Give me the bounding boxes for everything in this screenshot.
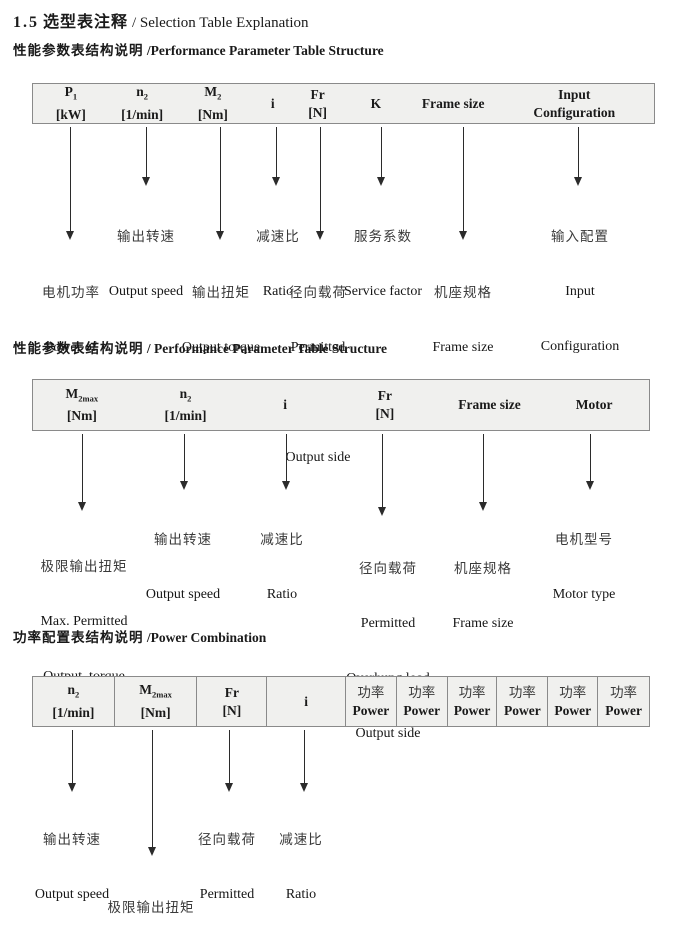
col-k: K	[340, 84, 412, 123]
arrow-motor	[586, 434, 594, 490]
col-frame-size: Frame size	[440, 380, 540, 430]
performance-table-2-header: M2max [Nm] n2 [1/min] i Fr [N] Frame siz…	[32, 379, 650, 431]
label-motor-type: 电机型号 Motor type	[552, 532, 616, 602]
col-m2max: M2max [Nm]	[33, 380, 131, 430]
label-ratio: 减速比 Ratio	[256, 229, 300, 299]
col-motor-text: Motor	[575, 397, 613, 412]
col-k-symbol: K	[370, 95, 382, 111]
col-input-line1: Input	[558, 86, 591, 102]
col-fr-unit: [N]	[308, 104, 327, 120]
col-n2-unit: [1/min]	[52, 704, 95, 720]
arrow-n2	[68, 730, 76, 792]
label-ratio: 减速比 Ratio	[260, 532, 304, 602]
arrow-i	[300, 730, 308, 792]
col-m2max-unit: [Nm]	[66, 408, 97, 424]
arrow-k	[377, 127, 385, 186]
col-frame-size-text: Frame size	[421, 95, 485, 111]
arrow-input-configuration	[574, 127, 582, 186]
col-m2: M2 [Nm]	[176, 84, 251, 123]
col-n2: n2 [1/min]	[109, 84, 176, 123]
col-n2-unit: [1/min]	[164, 408, 207, 424]
col-p1-symbol: P1	[64, 84, 78, 102]
col-fr: Fr [N]	[330, 380, 440, 430]
page-title: 1.5 选型表注释 / Selection Table Explanation	[13, 8, 309, 32]
col-n2: n2 [1/min]	[131, 380, 241, 430]
section2-heading: 性能参数表结构说明 / Performance Parameter Table …	[13, 341, 388, 356]
label-max-output-torque: 极限输出扭矩 Max. Permitted Output torque	[107, 900, 195, 915]
label-output-torque: 输出扭矩 Output torque	[181, 285, 261, 355]
label-service-factor: 服务系数 Service factor	[343, 229, 423, 299]
label-ratio: 减速比 Ratio	[279, 832, 323, 902]
label-frame-size: 机座规格 Frame size	[452, 561, 514, 631]
arrow-fr	[225, 730, 233, 792]
arrow-i	[282, 434, 290, 490]
col-frame-size: Frame size	[412, 84, 495, 123]
arrow-m2max	[78, 434, 86, 511]
col-m2max-symbol: M2max	[139, 682, 172, 700]
arrow-fr	[316, 127, 324, 240]
col-fr: Fr [N]	[295, 84, 340, 123]
col-fr-unit: [N]	[222, 702, 242, 718]
label-overhung-load: 径向载荷 Permitted Overhung load Output side	[198, 832, 256, 902]
page-title-cn: 选型表注释	[43, 14, 129, 31]
arrow-n2	[142, 127, 150, 186]
col-motor: Motor	[539, 380, 649, 430]
col-power-5: 功率 Power	[548, 677, 599, 726]
arrow-fr	[378, 434, 386, 516]
arrow-i	[272, 127, 280, 186]
col-power-3: 功率 Power	[448, 677, 498, 726]
col-power-6: 功率 Power	[605, 684, 642, 718]
col-m2max-symbol: M2max	[65, 385, 99, 404]
col-n2: n2 [1/min]	[33, 677, 115, 726]
label-output-speed: 输出转速 Output speed	[34, 832, 110, 902]
col-fr-unit: [N]	[375, 406, 395, 421]
label-input-configuration: 输入配置 Input Configuration	[540, 229, 620, 354]
col-p1-unit: [kW]	[55, 106, 86, 122]
arrow-p1	[66, 127, 74, 240]
col-fr-symbol: Fr	[310, 86, 325, 102]
label-overhung-load: 径向载荷 Permitted Overhung load Output side	[276, 285, 360, 465]
section1-heading: 性能参数表结构说明 /Performance Parameter Table S…	[13, 43, 384, 58]
section-number: 1.5	[13, 14, 39, 31]
col-i: i	[267, 677, 346, 726]
col-n2-symbol: n2	[136, 84, 149, 102]
col-n2-unit: [1/min]	[121, 106, 164, 122]
page-title-en: / Selection Table Explanation	[132, 15, 309, 31]
col-power-1: 功率 Power	[346, 677, 397, 726]
arrow-frame-size	[459, 127, 467, 240]
col-i-symbol: i	[270, 95, 275, 111]
col-power-2: 功率 Power	[397, 677, 448, 726]
power-combination-table-header: n2 [1/min] M2max [Nm] Fr [N] i 功率 Power …	[32, 676, 650, 727]
col-i: i	[240, 380, 330, 430]
label-output-speed: 输出转速 Output speed	[145, 532, 221, 602]
col-n2-symbol: n2	[67, 682, 80, 700]
arrow-n2	[180, 434, 188, 490]
col-n2-symbol: n2	[179, 385, 192, 404]
col-m2-unit: [Nm]	[197, 106, 228, 122]
col-fr-symbol: Fr	[377, 388, 392, 403]
performance-table-1-header: P1 [kW] n2 [1/min] M2 [Nm] i Fr [N] K Fr…	[32, 83, 655, 124]
col-p1: P1 [kW]	[33, 84, 109, 123]
col-i-symbol: i	[304, 693, 308, 709]
col-power-4: 功率 Power	[497, 677, 549, 726]
col-input-line2: Configuration	[533, 104, 616, 120]
label-output-speed: 输出转速 Output speed	[108, 229, 184, 299]
col-m2max-unit: [Nm]	[140, 704, 171, 720]
col-m2max: M2max [Nm]	[115, 677, 198, 726]
label-overhung-load: 径向载荷 Permitted Overhung load Output side	[346, 561, 430, 741]
col-i-symbol: i	[283, 397, 288, 412]
arrow-frame-size	[479, 434, 487, 511]
label-frame-size: 机座规格 Frame size	[432, 285, 494, 355]
arrow-m2	[216, 127, 224, 240]
arrow-m2max	[148, 730, 156, 856]
col-fr-symbol: Fr	[224, 684, 239, 700]
section3-heading: 功率配置表结构说明 /Power Combination	[13, 630, 267, 645]
col-m2-symbol: M2	[204, 84, 222, 102]
col-i: i	[250, 84, 295, 123]
col-fr: Fr [N]	[197, 677, 268, 726]
col-frame-size-text: Frame size	[458, 397, 521, 412]
col-input-configuration: Input Configuration	[495, 84, 654, 123]
